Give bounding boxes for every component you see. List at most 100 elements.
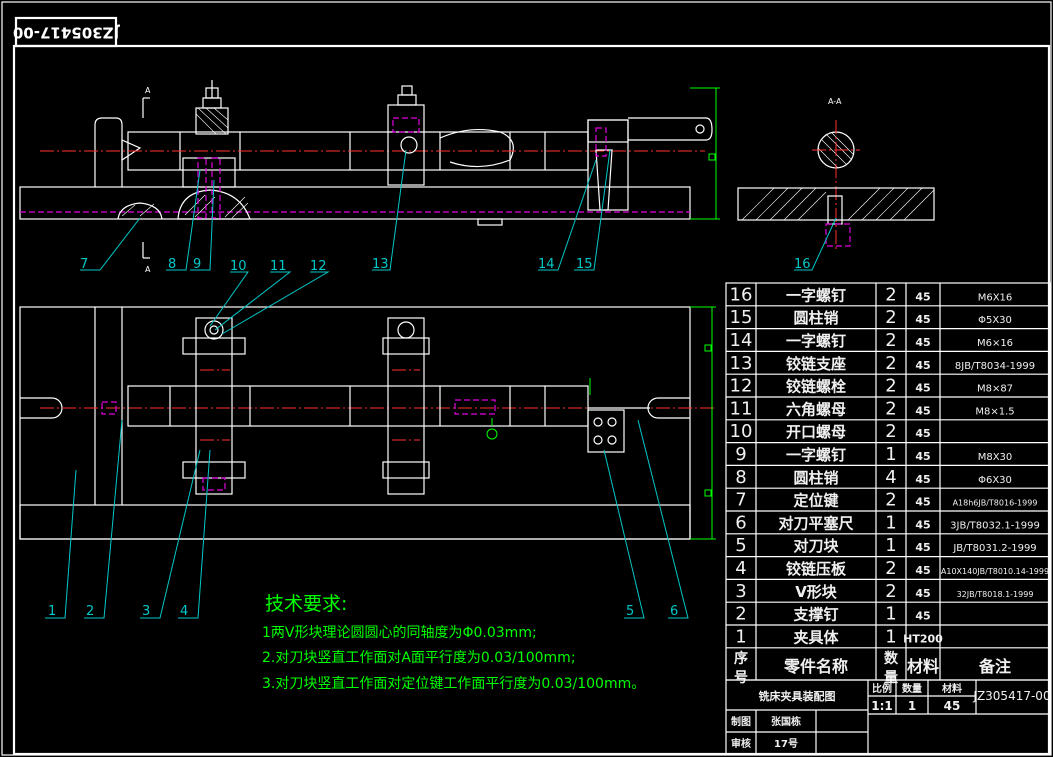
bom-note: JB/T8031.2-1999 xyxy=(952,543,1036,554)
bom-header-qty: 数 xyxy=(884,650,899,667)
bom-mat: 45 xyxy=(915,290,930,303)
tb-code: JZ305417-00 xyxy=(972,689,1050,703)
bom-mat: 45 xyxy=(915,496,930,509)
bom-note: M8×1.5 xyxy=(975,406,1014,417)
bom-no: 10 xyxy=(730,421,753,442)
bom-no: 12 xyxy=(730,376,753,397)
bom-name: 对刀块 xyxy=(793,537,839,555)
bom-no: 3 xyxy=(735,581,746,602)
bom-no: 7 xyxy=(735,490,746,511)
bom-name: 夹具体 xyxy=(793,628,839,646)
callout-8: 8 xyxy=(168,257,176,272)
section-view xyxy=(737,120,935,250)
bom-name: 一字螺钉 xyxy=(786,286,846,304)
callout-5: 5 xyxy=(626,604,634,619)
bom-mat: 45 xyxy=(915,541,930,554)
drawing-number-box xyxy=(14,16,118,48)
bom-mat: 45 xyxy=(915,473,930,486)
bom-no: 2 xyxy=(735,604,746,625)
bom-name: 铰链压板 xyxy=(786,560,847,578)
callout-6: 6 xyxy=(670,604,678,619)
bom-header-mat: 材料 xyxy=(907,657,939,676)
callout-1: 1 xyxy=(48,604,56,619)
bom-qty: 1 xyxy=(885,444,896,465)
bom-qty: 2 xyxy=(885,421,896,442)
front-view xyxy=(19,80,720,259)
bom-name: 铰链螺栓 xyxy=(786,378,846,396)
sheet-inner-border xyxy=(12,44,1051,756)
bom-mat: 45 xyxy=(915,382,930,395)
bom-mat: 45 xyxy=(915,564,930,577)
bom-name: 一字螺钉 xyxy=(786,332,846,350)
bom-name: 圆柱销 xyxy=(793,469,838,487)
plan-view xyxy=(19,306,716,540)
bom-no: 11 xyxy=(730,398,753,419)
bom-header-no-2: 号 xyxy=(734,670,748,686)
bom-mat: 45 xyxy=(915,359,930,372)
bom-header-no: 序 xyxy=(734,650,748,667)
tb-qty-label: 数量 xyxy=(902,682,922,695)
bom-mat: 45 xyxy=(915,336,930,349)
bom-qty: 2 xyxy=(885,330,896,351)
tech-item-1: 1两V形块理论圆圆心的同轴度为Φ0.03mm; xyxy=(262,625,537,641)
callout-12: 12 xyxy=(310,259,327,274)
bom-qty: 2 xyxy=(885,376,896,397)
tech-requirements: 技术要求: 1两V形块理论圆圆心的同轴度为Φ0.03mm; 2.对刀块竖直工作面… xyxy=(262,593,645,692)
callout-7: 7 xyxy=(80,257,88,272)
bom-name: 开口螺母 xyxy=(786,423,846,441)
bom-name: V形块 xyxy=(795,583,838,601)
callout-4: 4 xyxy=(180,604,188,619)
bom-qty: 2 xyxy=(885,353,896,374)
tb-drawing-name: 铣床夹具装配图 xyxy=(759,689,836,703)
bom-no: 16 xyxy=(730,284,753,305)
bom-no: 13 xyxy=(730,353,753,374)
bom-qty: 4 xyxy=(885,467,896,488)
bom-note: M6X16 xyxy=(978,292,1013,303)
bom-qty: 2 xyxy=(885,307,896,328)
callout-16: 16 xyxy=(794,257,811,272)
bom-mat: HT200 xyxy=(903,632,943,645)
drawing-number-flipped: JZ305417-00 xyxy=(13,24,120,42)
bom-qty: 2 xyxy=(885,581,896,602)
bom-mat: 45 xyxy=(915,313,930,326)
bom-header-qty-2: 量 xyxy=(884,670,898,686)
tb-checked-label: 审核 xyxy=(731,737,751,750)
bom-note: M8X30 xyxy=(978,452,1013,463)
leader-lines xyxy=(45,149,837,619)
bom-no: 15 xyxy=(730,307,753,328)
tb-drawn-by: 张国栋 xyxy=(771,715,801,728)
tb-checked-by: 17号 xyxy=(774,738,798,750)
callout-numbers: 7 8 9 13 14 15 16 10 11 12 1 2 3 4 5 6 xyxy=(48,257,811,619)
callout-14: 14 xyxy=(538,257,555,272)
bom-note: Φ6X30 xyxy=(978,475,1012,486)
callout-3: 3 xyxy=(142,604,150,619)
bom-qty: 2 xyxy=(885,558,896,579)
callout-9: 9 xyxy=(193,257,201,272)
bom-name: 一字螺钉 xyxy=(786,446,846,464)
bom-note: M6×16 xyxy=(977,338,1013,349)
tb-scale-label: 比例 xyxy=(872,682,892,695)
bom-name: 圆柱销 xyxy=(793,309,838,327)
bom-note: 32JB/T8018.1-1999 xyxy=(957,590,1034,599)
bom-no: 5 xyxy=(735,535,746,556)
bom-no: 14 xyxy=(730,330,753,351)
section-mark-bottom: A xyxy=(145,265,151,274)
tech-item-2: 2.对刀块竖直工作面对A面平行度为0.03/100mm; xyxy=(262,649,576,666)
bom-name: 六角螺母 xyxy=(786,400,846,418)
bom-note: 3JB/T8032.1-1999 xyxy=(950,520,1040,531)
bom-name: 定位键 xyxy=(793,492,838,510)
tb-scale: 1:1 xyxy=(871,699,893,713)
bom-note: A18h6JB/T8016-1999 xyxy=(953,499,1038,508)
bom-mat: 45 xyxy=(915,518,930,531)
bom-qty: 2 xyxy=(885,398,896,419)
tb-drawn-label: 制图 xyxy=(731,715,751,728)
callout-11: 11 xyxy=(270,259,287,274)
bom-qty: 1 xyxy=(885,604,896,625)
bom-note: M8×87 xyxy=(977,384,1013,395)
bom-qty: 2 xyxy=(885,284,896,305)
tb-mat-label: 材料 xyxy=(942,682,962,695)
bom-no: 6 xyxy=(735,512,746,533)
bom-no: 1 xyxy=(735,626,746,647)
